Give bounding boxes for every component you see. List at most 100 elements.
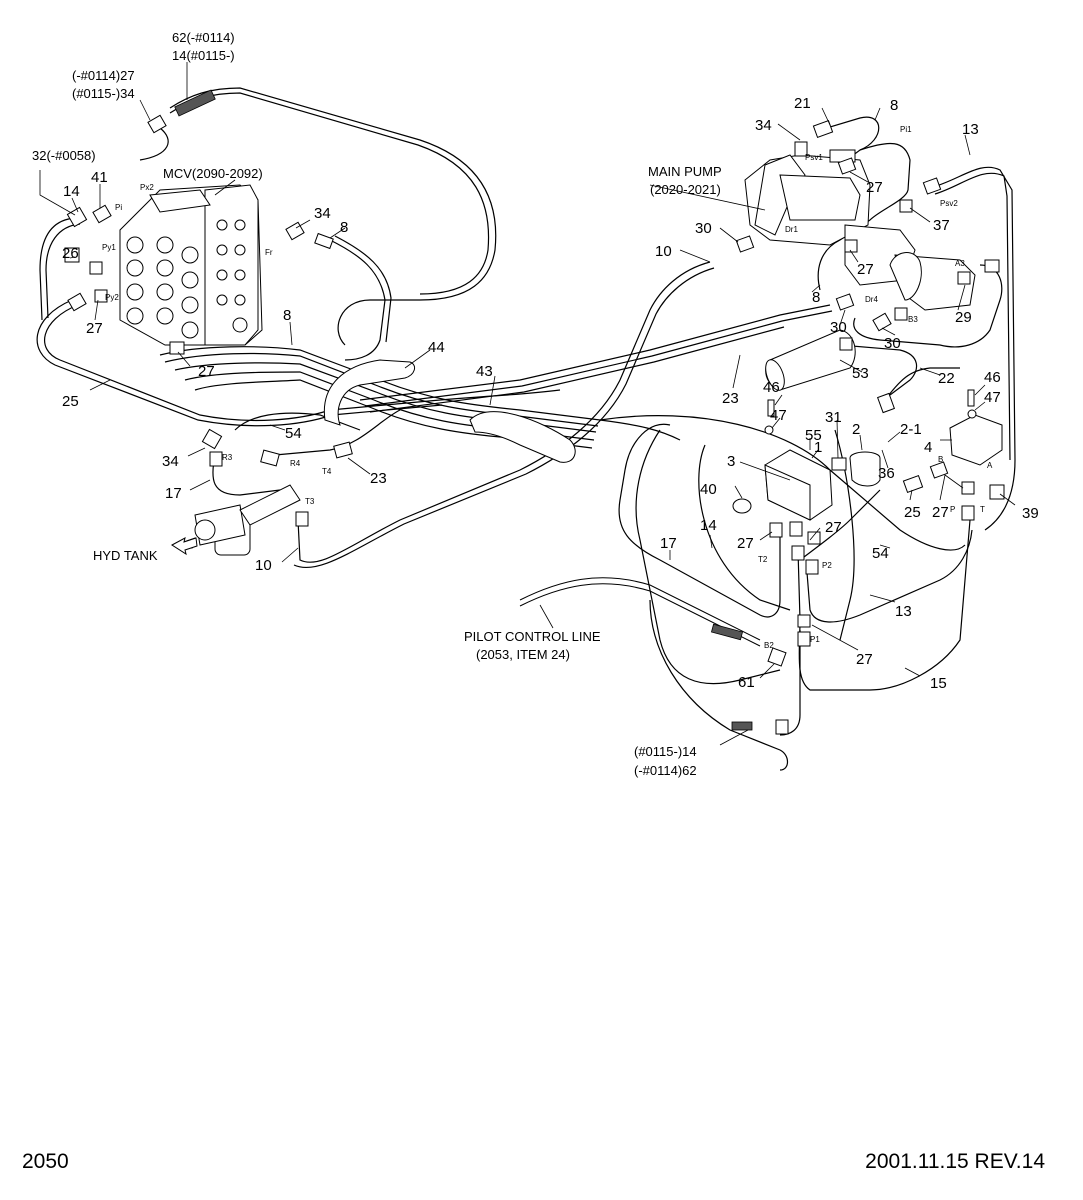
main-pump-label-1: MAIN PUMP [648,164,722,179]
callout: 10 [655,243,672,260]
bottom-hose-note-1: (#0115-)14 [634,744,697,759]
port-a: A [987,461,993,470]
callout: 34 [314,205,331,222]
note-labels: 62(-#0114) 14(#0115-) (-#0114)27 (#0115-… [32,30,722,778]
port-p2: P2 [822,561,832,570]
callout: 25 [62,393,79,410]
callout: 10 [255,557,272,574]
callout: 21 [794,95,811,112]
callout: 54 [285,425,302,442]
callout: 8 [812,289,820,306]
callout: 14 [63,183,80,200]
top-hose-note-2: 14(#0115-) [172,48,235,63]
callout: 3 [727,453,735,470]
callout: 34 [755,117,772,134]
page-number: 2050 [22,1150,69,1173]
main-pump-label-2: (2020-2021) [650,182,721,197]
callout: 53 [852,365,869,382]
callout: 8 [890,97,898,114]
callout: 41 [91,169,108,186]
callout: 8 [340,219,348,236]
callout: 13 [895,603,912,620]
callout: 13 [962,121,979,138]
callout: 43 [476,363,493,380]
port-t4: T4 [322,467,332,476]
port-p: P [950,505,955,514]
callout: 40 [700,481,717,498]
callout: 1 [814,439,822,456]
tank-direction-arrow [171,537,198,556]
top-elbow-note-1: (-#0114)27 [72,68,135,83]
top-elbow-note-2: (#0115-)34 [72,86,135,101]
callout: 26 [62,245,79,262]
callout: 37 [933,217,950,234]
callout: 23 [370,470,387,487]
port-fr: Fr [265,248,273,257]
valve-blocks [732,329,1003,521]
port-t3: T3 [305,497,315,506]
callout: 17 [660,535,677,552]
port-b2: B2 [764,641,774,650]
port-dr4: Dr4 [865,295,878,304]
port-t2: T2 [758,555,768,564]
callout: 46 [984,369,1001,386]
callout: 22 [938,370,955,387]
port-labels: Px2 Pi Py1 Py2 Fr Psv1 Pi1 Psv2 Dr1 Dr4 … [102,125,993,650]
pilot-control-line-label-1: PILOT CONTROL LINE [464,629,601,644]
callout: 29 [955,309,972,326]
callout: 27 [856,651,873,668]
port-r4: R4 [290,459,301,468]
callout: 55 [805,427,822,444]
port-py1: Py1 [102,243,116,252]
mcv-control-valve [119,184,263,346]
callout: 36 [878,465,895,482]
callout: 27 [932,504,949,521]
hyd-tank-label: HYD TANK [93,548,158,563]
callout: 27 [198,363,215,380]
port-t: T [980,505,985,514]
callout: 27 [737,535,754,552]
callout: 47 [770,407,787,424]
callout: 44 [428,339,445,356]
callout: 47 [984,389,1001,406]
callout: 30 [884,335,901,352]
callout: 30 [830,319,847,336]
callout: 27 [857,261,874,278]
callout: 2-1 [900,421,922,438]
leader-lines [39,62,1016,746]
main-pump [744,149,976,311]
port-r3: R3 [222,453,233,462]
callout: 27 [86,320,103,337]
callout: 23 [722,390,739,407]
callout: 34 [162,453,179,470]
port-a3: A3 [955,259,965,268]
callout: 15 [930,675,947,692]
port-py2: Py2 [105,293,119,302]
fittings [64,89,1005,735]
port-psv1: Psv1 [805,153,823,162]
port-psv2: Psv2 [940,199,958,208]
callout: 27 [825,519,842,536]
hose-routing [36,87,1016,771]
callout: 2 [852,421,860,438]
top-hose-note-1: 62(-#0114) [172,30,235,45]
port-p1: P1 [810,635,820,644]
callout: 14 [700,517,717,534]
callout: 27 [866,179,883,196]
callout: 61 [738,674,755,691]
mcv-label: MCV(2090-2092) [163,166,263,181]
callout: 8 [283,307,291,324]
port-b3: B3 [908,315,918,324]
port-px2: Px2 [140,183,154,192]
callout: 17 [165,485,182,502]
pilot-control-line-label-2: (2053, ITEM 24) [476,647,570,662]
clamp-bands [323,359,576,463]
port-pi: Pi [115,203,122,212]
callout: 30 [695,220,712,237]
bottom-hose-note-2: (-#0114)62 [634,763,697,778]
callout: 25 [904,504,921,521]
port-b: B [938,455,943,464]
port-pi1: Pi1 [900,125,912,134]
port-dr1: Dr1 [785,225,798,234]
